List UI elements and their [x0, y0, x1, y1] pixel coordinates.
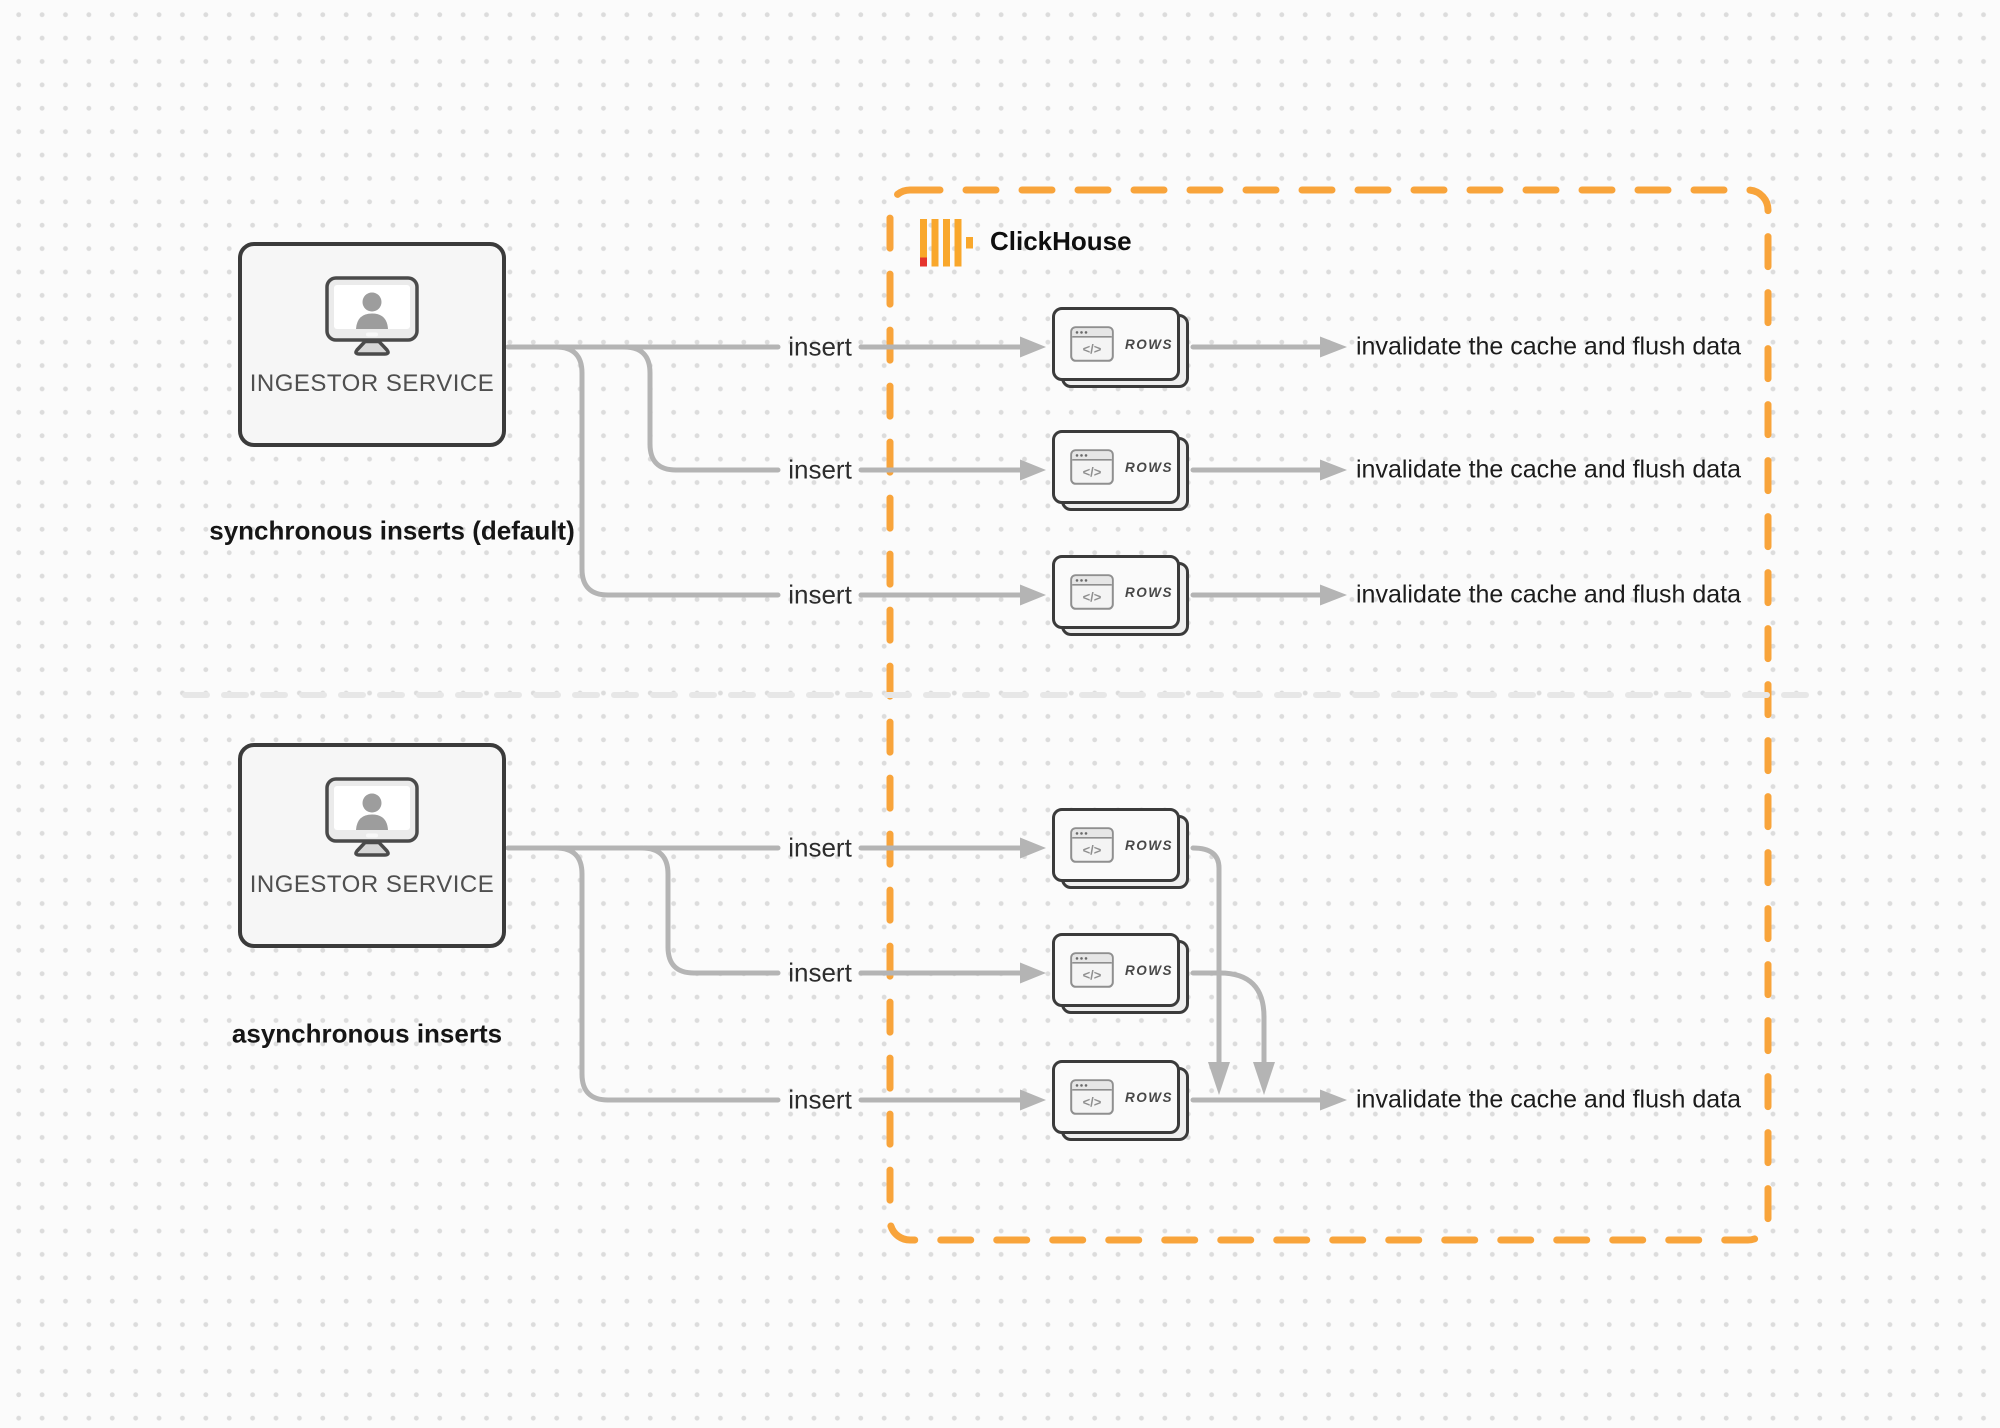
code-window-icon: </> [1070, 827, 1114, 863]
ingestor-service-label: INGESTOR SERVICE [249, 871, 495, 898]
rows-label: ROWS [1125, 837, 1173, 853]
ingestor-service-label: INGESTOR SERVICE [249, 370, 495, 397]
arrowhead-right-icon [1020, 336, 1046, 358]
rows-card: </> ROWS [1052, 307, 1192, 391]
svg-text:</>: </> [1083, 1095, 1102, 1110]
async-merge1-line [1190, 845, 1222, 1065]
rows-card: </> ROWS [1052, 1060, 1192, 1144]
svg-text:</>: </> [1083, 590, 1102, 605]
ingestor-service-node-async: INGESTOR SERVICE [238, 743, 506, 948]
arrowhead-right-icon [1320, 1089, 1347, 1111]
async-merge2-line [1190, 970, 1267, 1065]
arrowhead-right-icon [1320, 584, 1347, 606]
arrowhead-right-icon [1020, 962, 1046, 984]
insert-label: insert [788, 1084, 852, 1115]
card-front: </> ROWS [1052, 555, 1180, 629]
card-front: </> ROWS [1052, 430, 1180, 504]
arrowhead-down-icon [1253, 1062, 1275, 1095]
invalidate-label: invalidate the cache and flush data [1356, 455, 1741, 484]
svg-text:</>: </> [1083, 843, 1102, 858]
rows-card: </> ROWS [1052, 430, 1192, 514]
insert-label: insert [788, 957, 852, 988]
rows-card: </> ROWS [1052, 933, 1192, 1017]
async-branch3-line [553, 845, 781, 1103]
card-front: </> ROWS [1052, 808, 1180, 882]
invalidate-label: invalidate the cache and flush data [1356, 580, 1741, 609]
code-window-icon: </> [1070, 449, 1114, 485]
arrowhead-right-icon [1020, 837, 1046, 859]
invalidate-label: invalidate the cache and flush data [1356, 1085, 1741, 1114]
monitor-user-icon [325, 276, 419, 356]
sync-caption: synchronous inserts (default) [209, 515, 575, 546]
sync-branch2-line [621, 344, 781, 473]
sync-branch3-line [553, 344, 781, 598]
svg-text:</>: </> [1083, 342, 1102, 357]
invalidate-label: invalidate the cache and flush data [1356, 332, 1741, 361]
rows-card: </> ROWS [1052, 808, 1192, 892]
clickhouse-logo: ClickHouse [920, 219, 1132, 267]
monitor-user-icon [325, 777, 419, 857]
card-front: </> ROWS [1052, 307, 1180, 381]
rows-label: ROWS [1125, 584, 1173, 600]
ingestor-service-node-sync: INGESTOR SERVICE [238, 242, 506, 447]
clickhouse-bars-icon [920, 219, 973, 267]
code-window-icon: </> [1070, 326, 1114, 362]
card-front: </> ROWS [1052, 1060, 1180, 1134]
async-branch2-line [639, 845, 781, 976]
code-window-icon: </> [1070, 1079, 1114, 1115]
rows-label: ROWS [1125, 1089, 1173, 1105]
rows-label: ROWS [1125, 336, 1173, 352]
code-window-icon: </> [1070, 952, 1114, 988]
insert-label: insert [788, 454, 852, 485]
insert-label: insert [788, 832, 852, 863]
clickhouse-title: ClickHouse [990, 225, 1132, 256]
arrowhead-right-icon [1020, 1089, 1046, 1111]
flow-arrows [505, 336, 1347, 1111]
arrowhead-down-icon [1208, 1062, 1230, 1095]
insert-label: insert [788, 579, 852, 610]
rows-label: ROWS [1125, 962, 1173, 978]
arrowhead-right-icon [1320, 336, 1347, 358]
arrowhead-right-icon [1020, 459, 1046, 481]
clickhouse-boundary-box [886, 186, 1772, 1244]
rows-card: </> ROWS [1052, 555, 1192, 639]
async-caption: asynchronous inserts [231, 1018, 503, 1049]
svg-text:</>: </> [1083, 968, 1102, 983]
arrowhead-right-icon [1320, 459, 1347, 481]
code-window-icon: </> [1070, 574, 1114, 610]
card-front: </> ROWS [1052, 933, 1180, 1007]
arrowhead-right-icon [1020, 584, 1046, 606]
rows-label: ROWS [1125, 459, 1173, 475]
insert-label: insert [788, 331, 852, 362]
svg-text:</>: </> [1083, 465, 1102, 480]
